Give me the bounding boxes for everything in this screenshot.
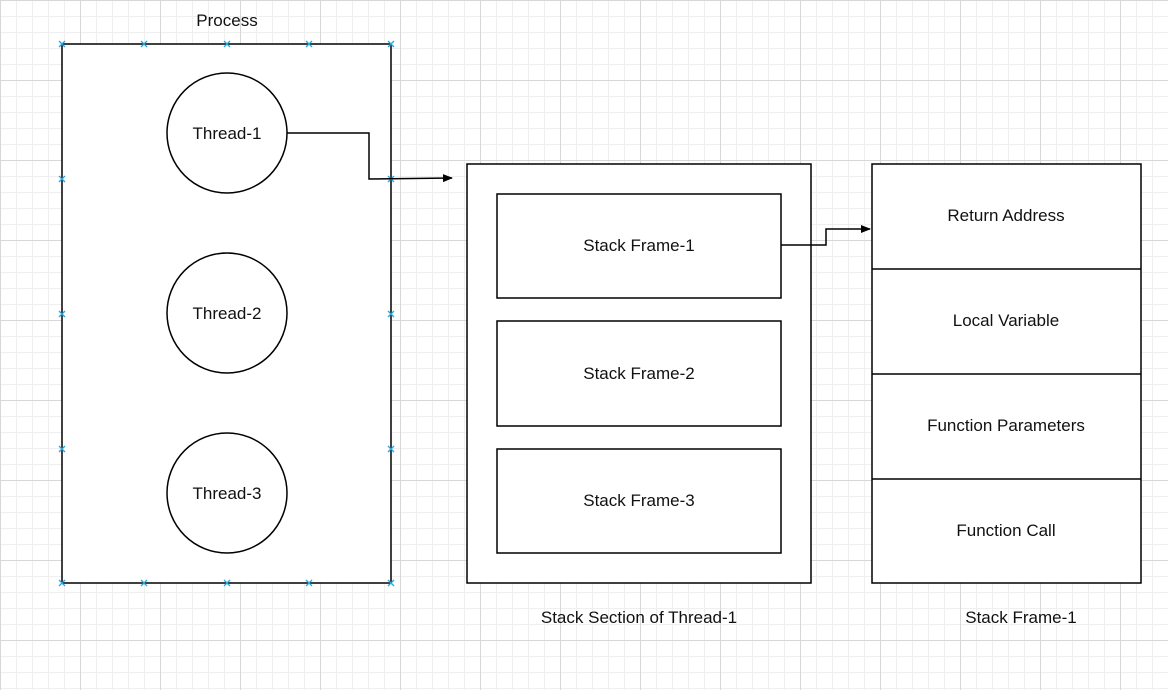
handle-icon bbox=[387, 40, 395, 48]
handle-icon bbox=[140, 40, 148, 48]
thread-1-label: Thread-1 bbox=[193, 124, 262, 143]
handle-icon bbox=[387, 579, 395, 587]
handle-icon bbox=[58, 310, 66, 318]
function-parameters-row[interactable]: Function Parameters bbox=[927, 416, 1085, 435]
handle-icon bbox=[387, 310, 395, 318]
selection-handles[interactable] bbox=[58, 40, 395, 587]
stack-frame-3-label: Stack Frame-3 bbox=[583, 491, 694, 510]
stack-frame-1-label: Stack Frame-1 bbox=[583, 236, 694, 255]
stack-frame-2-label: Stack Frame-2 bbox=[583, 364, 694, 383]
handle-icon bbox=[58, 579, 66, 587]
handle-icon bbox=[58, 40, 66, 48]
stack-frame-caption: Stack Frame-1 bbox=[965, 608, 1076, 627]
connector-frame1-to-detail[interactable] bbox=[781, 225, 871, 246]
handle-icon bbox=[305, 40, 313, 48]
stack-frame-detail-box[interactable] bbox=[871, 163, 1142, 584]
handle-icon bbox=[58, 445, 66, 453]
handle-icon bbox=[305, 579, 313, 587]
stack-frame-2-box[interactable]: Stack Frame-2 bbox=[496, 320, 782, 427]
thread-3[interactable]: Thread-3 bbox=[166, 432, 288, 554]
thread-1[interactable]: Thread-1 bbox=[166, 72, 288, 194]
return-address-row[interactable]: Return Address bbox=[947, 206, 1064, 225]
thread-2-label: Thread-2 bbox=[193, 304, 262, 323]
stack-frame-1-box[interactable]: Stack Frame-1 bbox=[496, 193, 782, 299]
thread-2[interactable]: Thread-2 bbox=[166, 252, 288, 374]
handle-icon bbox=[223, 579, 231, 587]
function-call-row[interactable]: Function Call bbox=[956, 521, 1055, 540]
stack-frame-3-box[interactable]: Stack Frame-3 bbox=[496, 448, 782, 554]
handle-icon bbox=[58, 175, 66, 183]
local-variable-row[interactable]: Local Variable bbox=[953, 311, 1059, 330]
connector-thread1-to-stack-section[interactable] bbox=[287, 132, 453, 183]
thread-3-label: Thread-3 bbox=[193, 484, 262, 503]
handle-icon bbox=[387, 445, 395, 453]
process-title: Process bbox=[196, 11, 257, 30]
handle-icon bbox=[223, 40, 231, 48]
handle-icon bbox=[140, 579, 148, 587]
stack-section-caption: Stack Section of Thread-1 bbox=[541, 608, 737, 627]
